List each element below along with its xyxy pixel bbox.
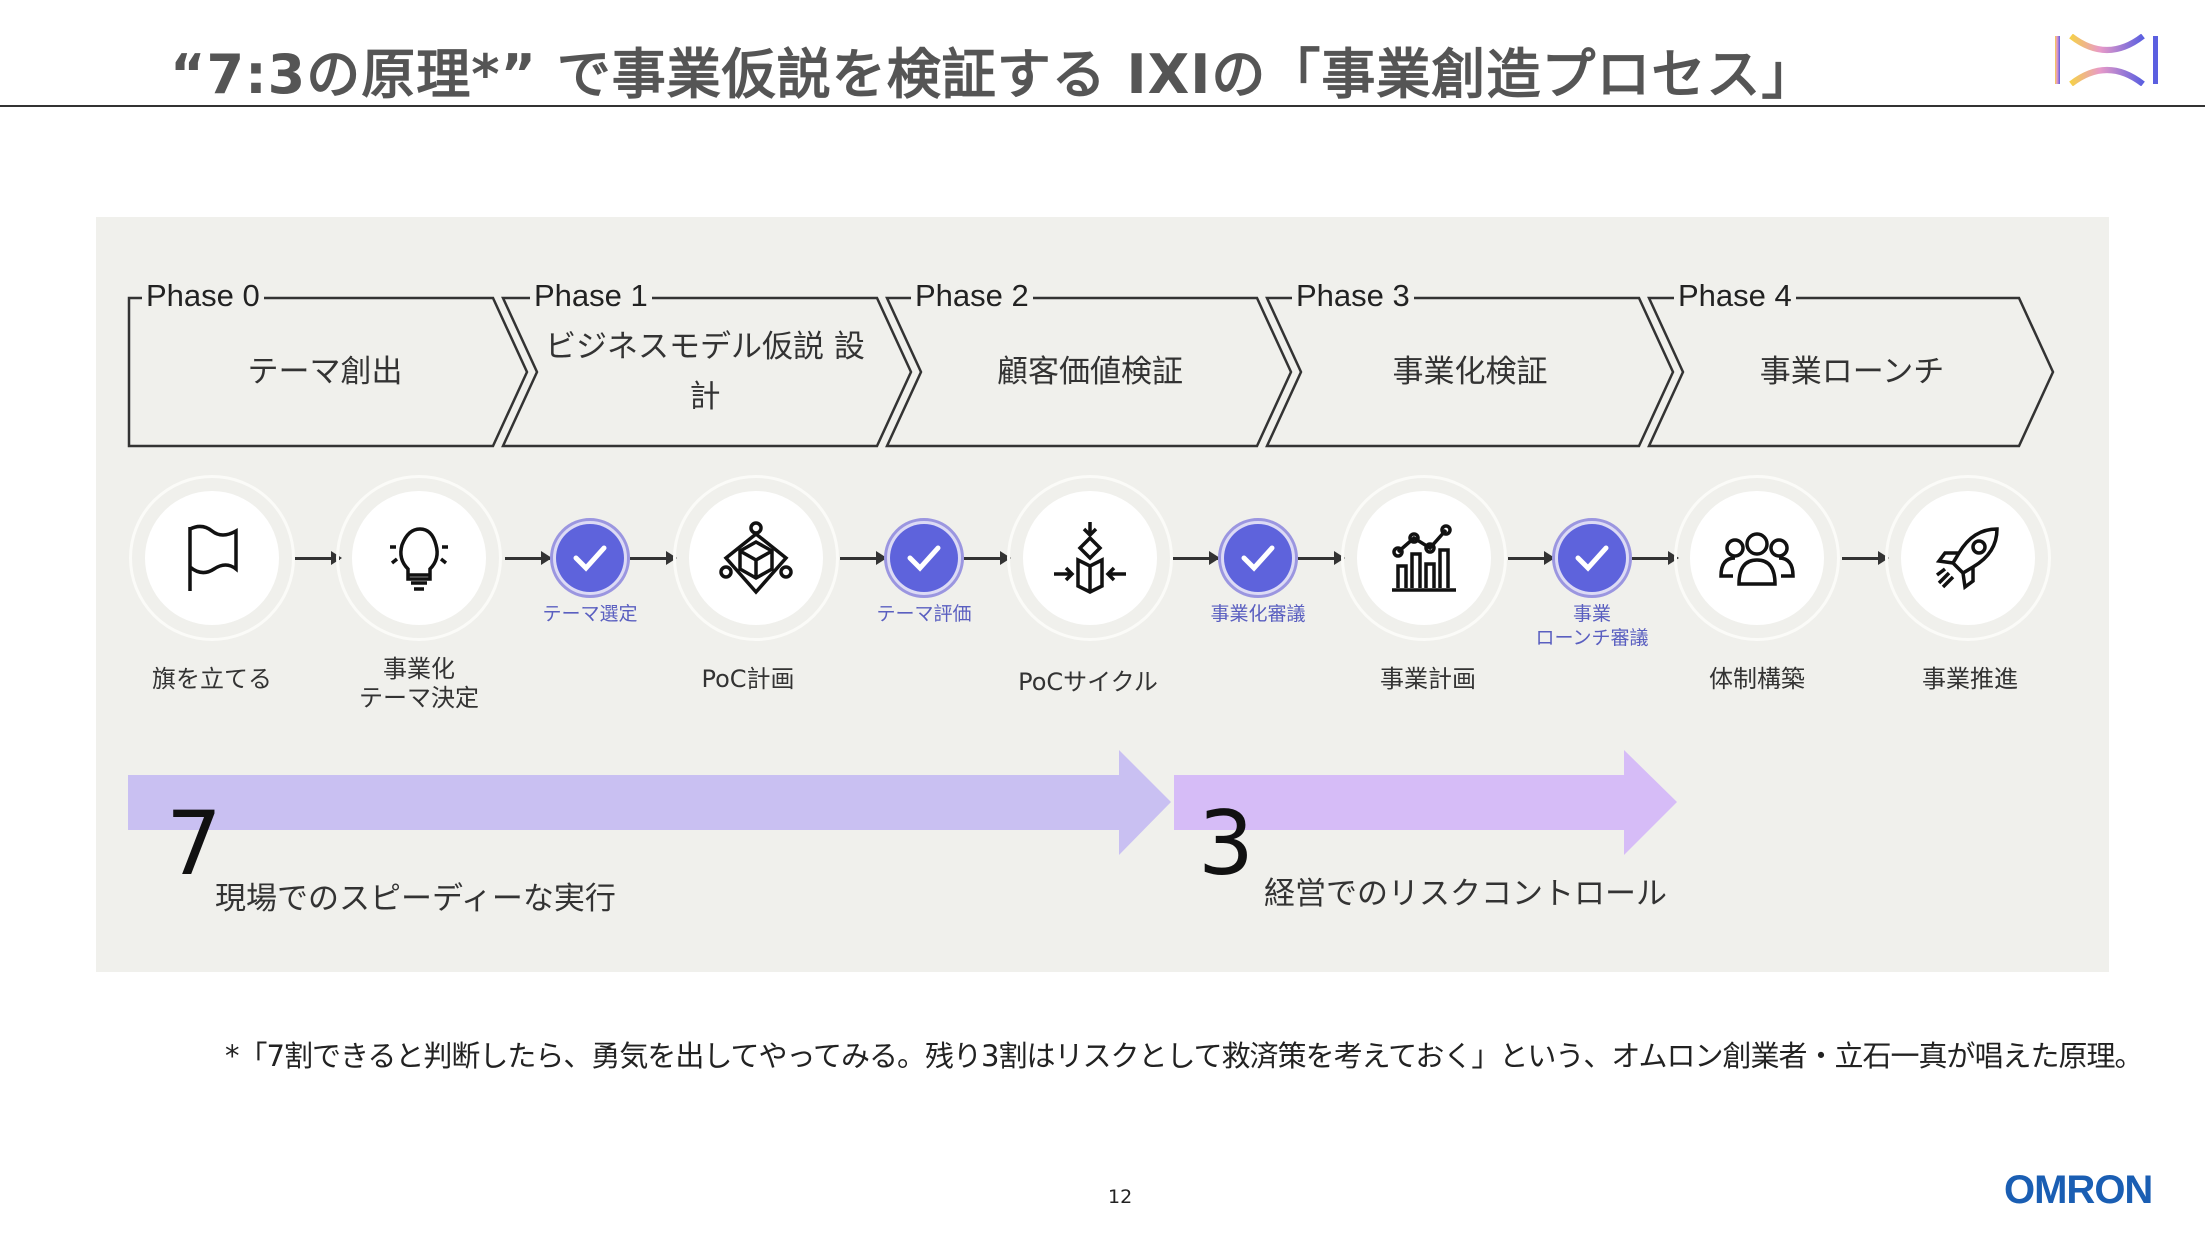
phase-1-label: Phase 1 <box>530 276 652 316</box>
step-cube <box>673 475 839 641</box>
step-team <box>1674 475 1840 641</box>
step-label: 事業計画 <box>1380 665 1476 693</box>
step-cycle <box>1007 475 1173 641</box>
flow-arrow <box>295 551 342 565</box>
three-number: 3 <box>1198 792 1254 895</box>
phase-2-label: Phase 2 <box>911 276 1033 316</box>
step-flag <box>129 475 295 641</box>
flow-arrow <box>1173 551 1220 565</box>
omron-logo: OMRON <box>2004 1168 2153 1212</box>
step-label: 旗を立てる <box>152 665 272 693</box>
header-divider <box>0 105 2205 107</box>
three-arrow <box>1174 750 1677 855</box>
flow-arrow <box>840 551 887 565</box>
phase-2-chevron <box>885 296 1293 448</box>
flag-icon <box>188 524 238 591</box>
seven-text: 現場でのスピーディーな実行 <box>215 881 616 917</box>
ixi-logo <box>2055 33 2159 87</box>
flow-arrow <box>1842 551 1889 565</box>
phase-1-chevron <box>501 296 913 448</box>
step-rocket <box>1885 475 2051 641</box>
flow-arrow <box>505 551 552 565</box>
team-icon <box>1719 532 1795 586</box>
page-title: “7:3の原理*” で事業仮説を検証する IXIの「事業創造プロセス」 <box>170 43 1817 106</box>
flow-arrow <box>1632 551 1679 565</box>
flow-arrow <box>1298 551 1345 565</box>
lightbulb-icon <box>390 527 448 591</box>
phase-1-title: ビジネスモデル仮説 設計 <box>545 329 865 415</box>
step-label: PoC計画 <box>701 665 795 693</box>
check-icon <box>907 545 941 572</box>
three-text: 経営でのリスクコントロール <box>1264 876 1667 912</box>
flow-arrow <box>964 551 1011 565</box>
rocket-icon <box>1935 527 1999 591</box>
step-label: 事業化 テーマ決定 <box>359 655 479 712</box>
checkpoint-business-review <box>1218 518 1298 598</box>
checkpoint-theme-evaluation <box>884 518 964 598</box>
flow-arrow <box>1508 551 1555 565</box>
flow-arrow <box>630 551 677 565</box>
phase-0-title: テーマ創出 <box>247 354 403 390</box>
checkpoint-label: テーマ選定 <box>542 603 638 625</box>
phase-4-label: Phase 4 <box>1674 276 1796 316</box>
phase-3-label: Phase 3 <box>1292 276 1414 316</box>
phase-0-label: Phase 0 <box>142 276 264 316</box>
check-icon <box>1575 545 1609 572</box>
step-lightbulb <box>336 475 502 641</box>
checkpoint-launch-review <box>1552 518 1632 598</box>
seven-arrow <box>128 750 1171 855</box>
checkpoint-label: 事業 ローンチ審議 <box>1535 603 1649 649</box>
cube-network-icon <box>719 521 793 595</box>
step-chart <box>1341 475 1507 641</box>
phase-4-title: 事業ローンチ <box>1759 354 1945 390</box>
step-label: PoCサイクル <box>1018 668 1158 696</box>
step-label: 事業推進 <box>1922 665 2018 693</box>
phase-2-title: 顧客価値検証 <box>997 354 1183 390</box>
cycle-box-icon <box>1054 522 1126 594</box>
seven-number: 7 <box>166 792 222 895</box>
checkpoint-theme-selection <box>550 518 630 598</box>
phase-4-chevron <box>1647 296 2055 448</box>
phase-3-title: 事業化検証 <box>1392 354 1548 390</box>
check-icon <box>1241 545 1275 572</box>
phase-3-chevron <box>1265 296 1675 448</box>
checkpoint-label: 事業化審議 <box>1210 603 1306 625</box>
footnote: *「7割できると判断したら、勇気を出してやってみる。残り3割はリスクとして救済策… <box>225 1039 2143 1073</box>
step-label: 体制構築 <box>1709 665 1805 693</box>
page-number: 12 <box>1108 1186 1133 1208</box>
check-icon <box>573 545 607 572</box>
checkpoint-label: テーマ評価 <box>876 603 972 625</box>
bar-chart-icon <box>1392 524 1456 592</box>
phase-0-chevron <box>127 296 529 448</box>
